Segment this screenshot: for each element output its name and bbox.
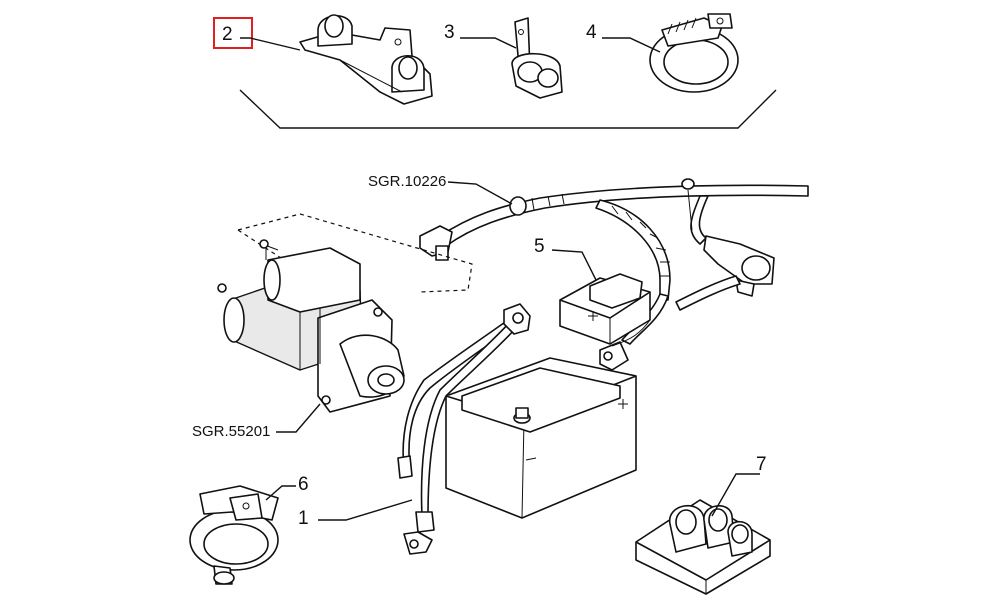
callout-5[interactable]: 5 (534, 236, 545, 257)
starter-motor[interactable] (217, 213, 473, 413)
leader-starter (276, 403, 321, 433)
part-1-battery-cable[interactable] (397, 303, 651, 555)
leader-6 (265, 485, 296, 501)
callout-6[interactable]: 6 (298, 474, 309, 495)
leader-harness (447, 181, 513, 205)
group-bracket-line (239, 89, 777, 129)
main-cable-harness[interactable] (419, 178, 809, 345)
callout-1[interactable]: 1 (298, 508, 309, 529)
part-3-clip[interactable] (511, 17, 563, 99)
callout-2[interactable]: 2 (222, 24, 233, 45)
part-2-bracket[interactable] (299, 14, 433, 105)
leader-7 (711, 473, 760, 517)
callout-3[interactable]: 3 (444, 22, 455, 43)
battery[interactable] (445, 357, 637, 519)
part-5-terminal-cover[interactable] (559, 273, 651, 345)
part-4-hose-clamp[interactable] (649, 13, 739, 93)
leader-2 (240, 37, 301, 51)
part-7-cable-holder[interactable] (635, 499, 771, 595)
leader-5 (551, 249, 597, 281)
leader-4 (602, 37, 661, 53)
selected-callout-box (213, 17, 253, 49)
leader-1 (318, 499, 413, 521)
callout-7[interactable]: 7 (756, 454, 767, 475)
ref-starter[interactable]: SGR.55201 (192, 423, 270, 440)
leader-3 (460, 37, 517, 49)
ref-harness[interactable]: SGR.10226 (368, 173, 446, 190)
part-6-clamp[interactable] (189, 485, 279, 585)
callout-4[interactable]: 4 (586, 22, 597, 43)
